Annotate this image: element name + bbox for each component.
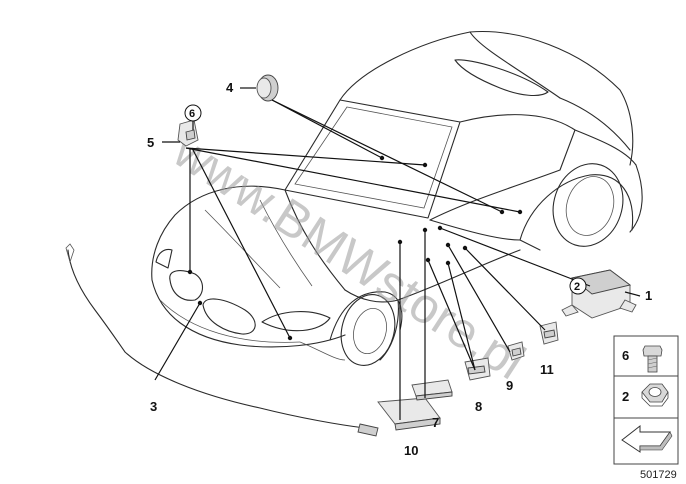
- callout-8: 8: [475, 399, 482, 414]
- part-7-module: [411, 379, 453, 401]
- callout-5: 5: [147, 135, 154, 150]
- callout-2-circle: [569, 277, 587, 295]
- callout-9: 9: [506, 378, 513, 393]
- part-10-module: [377, 397, 441, 431]
- callout-6-circle: [184, 104, 202, 122]
- part-4-sensor: [256, 74, 279, 102]
- callout-4: 4: [226, 80, 234, 95]
- part-11-bracket: [539, 321, 559, 345]
- callout-7: 7: [432, 415, 439, 430]
- arrow-down-left-icon: [621, 424, 673, 453]
- part-5-bracket: [177, 119, 199, 147]
- callout-3: 3: [150, 399, 157, 414]
- part-1-control-unit: [561, 269, 637, 319]
- legend-number-2: 2: [622, 389, 629, 404]
- part-8-bracket: [464, 357, 491, 381]
- drawing-number: 501729: [640, 469, 677, 481]
- callout-11: 11: [540, 362, 554, 377]
- part-3-antenna-cable: [65, 243, 379, 437]
- part-9-bracket: [507, 341, 525, 361]
- legend: 6 2: [613, 335, 679, 465]
- callout-6: 6: [189, 108, 195, 120]
- screw-icon: [642, 345, 663, 373]
- callout-1: 1: [645, 288, 652, 303]
- legend-number-6: 6: [622, 348, 629, 363]
- leader-lines: [154, 87, 641, 420]
- nut-icon: [641, 383, 669, 407]
- car-outline: [151, 30, 643, 366]
- callout-2: 2: [574, 281, 580, 293]
- callout-10: 10: [404, 443, 418, 458]
- leader-dots: [187, 155, 523, 341]
- watermark: www.BMWstore.pl: [163, 122, 535, 390]
